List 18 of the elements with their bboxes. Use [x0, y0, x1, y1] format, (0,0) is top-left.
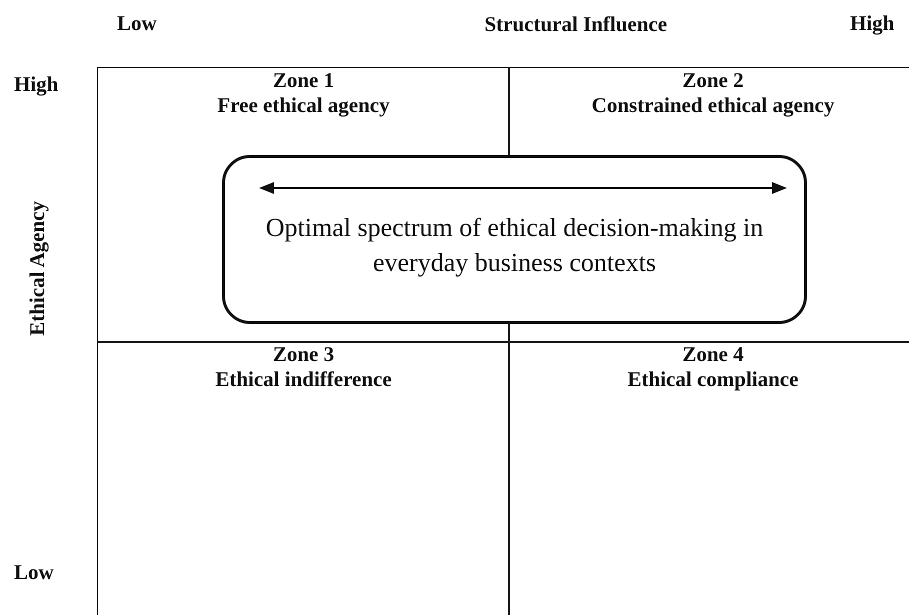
- matrix-quadrant: [97, 341, 510, 615]
- zone-number: Zone 1: [272, 68, 336, 93]
- zone-title: Constrained ethical agency: [590, 93, 836, 118]
- axis-end-label: High: [14, 72, 58, 97]
- zone-number: Zone 4: [681, 342, 745, 367]
- box-text: Optimal spectrum of ethical decision-making in everyday business contexts: [264, 212, 764, 279]
- axis-end-label: Low: [14, 560, 54, 585]
- zone-number: Zone 3: [272, 342, 336, 367]
- zone-title: Ethical compliance: [626, 367, 800, 392]
- zone-title: Free ethical agency: [216, 93, 391, 118]
- rounded-box: [222, 155, 807, 324]
- matrix-quadrant: [508, 341, 909, 615]
- zone-title: Ethical indifference: [214, 367, 393, 392]
- zone-number: Zone 2: [681, 68, 745, 93]
- axis-title: Structural Influence: [484, 12, 668, 37]
- axis-end-label: Low: [117, 11, 157, 36]
- axis-end-label: High: [850, 11, 894, 36]
- axis-title: Ethical Agency: [25, 200, 50, 336]
